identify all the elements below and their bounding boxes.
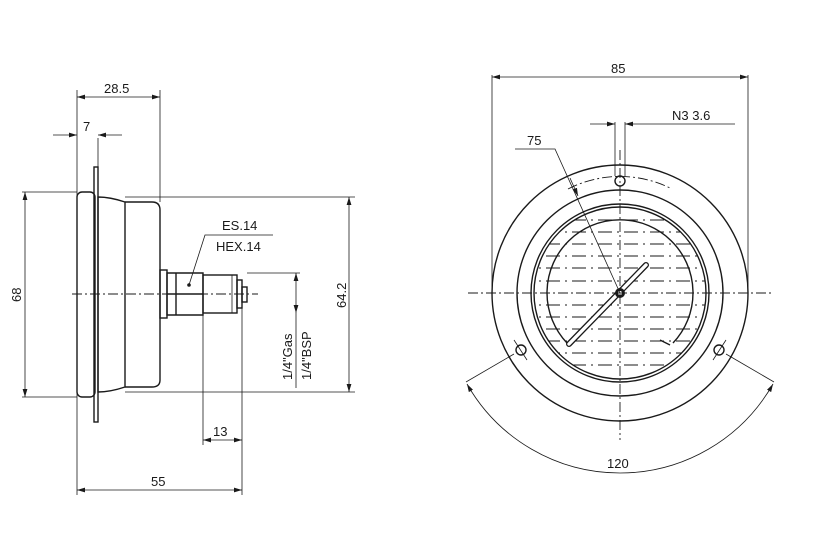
- case-back: [125, 201, 161, 388]
- angle-extension-line: [725, 353, 775, 383]
- angle-extension-line: [465, 353, 515, 383]
- hole-center-mark: [712, 339, 727, 361]
- mounting-hole-left: [515, 344, 527, 356]
- dim-13: 13: [213, 424, 227, 439]
- dim-64-2: 64.2: [334, 283, 349, 308]
- label-thread-gas: 1/4"Gas: [280, 333, 295, 380]
- hole-pitch-circle: [567, 176, 673, 190]
- dim-n3-hole: N3 3.6: [672, 108, 710, 123]
- bezel: [76, 191, 96, 398]
- dim-55: 55: [151, 474, 165, 489]
- dim-75: 75: [527, 133, 541, 148]
- dial-end-mark: [659, 339, 671, 346]
- pointer: [567, 263, 648, 346]
- dial-leader-line: [515, 148, 621, 294]
- dim-28-5: 28.5: [104, 81, 129, 96]
- hole-center-mark: [513, 339, 528, 361]
- angle-dimension-arc: [466, 383, 774, 474]
- label-hex14: HEX.14: [216, 239, 261, 254]
- dial-arc: [546, 219, 694, 344]
- dim-85: 85: [611, 61, 625, 76]
- dim-68: 68: [9, 288, 24, 302]
- mounting-hole-right: [713, 344, 725, 356]
- nipple-tip: [241, 286, 248, 303]
- front-view: 85 N3 3.6 75 120: [465, 61, 775, 474]
- hex-leader-line: [188, 234, 273, 286]
- dim-7: 7: [83, 119, 90, 134]
- label-es14: ES.14: [222, 218, 257, 233]
- side-view: 28.5 7 68 64.2 13 55 ES.14 HEX.14 1/4"Ga…: [9, 81, 355, 495]
- label-thread-bsp: 1/4"BSP: [299, 331, 314, 380]
- dim-120-deg: 120: [607, 456, 629, 471]
- case-front: [97, 196, 126, 393]
- mounting-hole-top: [614, 175, 626, 187]
- dial-dimension-arrow: [569, 177, 579, 197]
